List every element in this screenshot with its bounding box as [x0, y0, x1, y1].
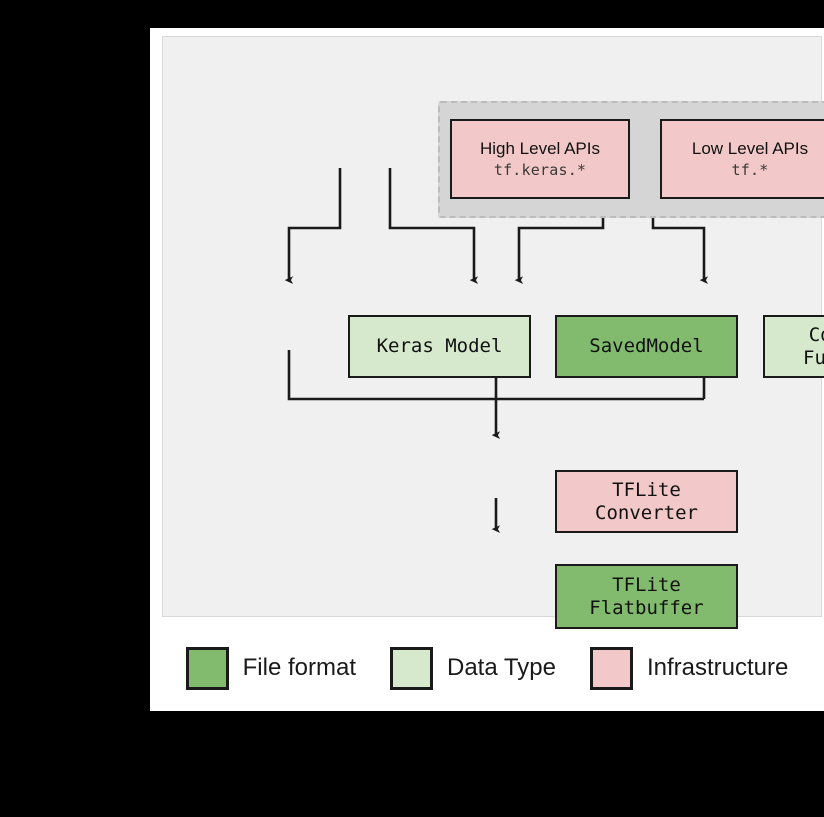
legend-swatch-infrastructure — [589, 646, 633, 690]
legend-item-file-format[interactable]: File format — [185, 646, 356, 690]
node-title: Keras Model — [376, 335, 503, 358]
legend-swatch-data-type — [390, 646, 433, 690]
node-subtitle: tf.* — [731, 160, 769, 179]
node-title: Low Level APIs — [691, 138, 809, 158]
node-concrete-functions[interactable]: Concrete Functions — [763, 315, 824, 378]
legend-label: Infrastructure — [646, 654, 789, 681]
node-tflite-converter[interactable]: TFLite Converter — [555, 470, 738, 533]
node-title: TFLite Converter — [595, 479, 698, 524]
node-keras-model[interactable]: Keras Model — [348, 315, 531, 378]
node-low-level-apis[interactable]: Low Level APIs tf.* — [660, 119, 824, 199]
diagram-panel: High Level APIs tf.keras.* Low Level API… — [162, 36, 824, 629]
legend: File format Data Type Infrastructure — [150, 625, 824, 711]
legend-label: File format — [242, 654, 356, 681]
node-title: SavedModel — [589, 335, 704, 358]
node-title: High Level APIs — [479, 138, 600, 158]
legend-item-infrastructure[interactable]: Infrastructure — [589, 646, 789, 690]
page-card: High Level APIs tf.keras.* Low Level API… — [150, 28, 824, 711]
legend-label: Data Type — [447, 654, 556, 681]
node-title: Concrete Functions — [803, 324, 824, 369]
node-title: TFLite Flatbuffer — [589, 574, 704, 619]
edge-highlevel-to-keras — [284, 168, 342, 285]
node-high-level-apis[interactable]: High Level APIs tf.keras.* — [450, 119, 630, 199]
node-saved-model[interactable]: SavedModel — [555, 315, 738, 378]
node-tflite-flatbuffer[interactable]: TFLite Flatbuffer — [555, 564, 738, 629]
node-subtitle: tf.keras.* — [493, 160, 587, 179]
legend-swatch-file-format — [185, 646, 229, 690]
legend-item-data-type[interactable]: Data Type — [390, 646, 556, 690]
